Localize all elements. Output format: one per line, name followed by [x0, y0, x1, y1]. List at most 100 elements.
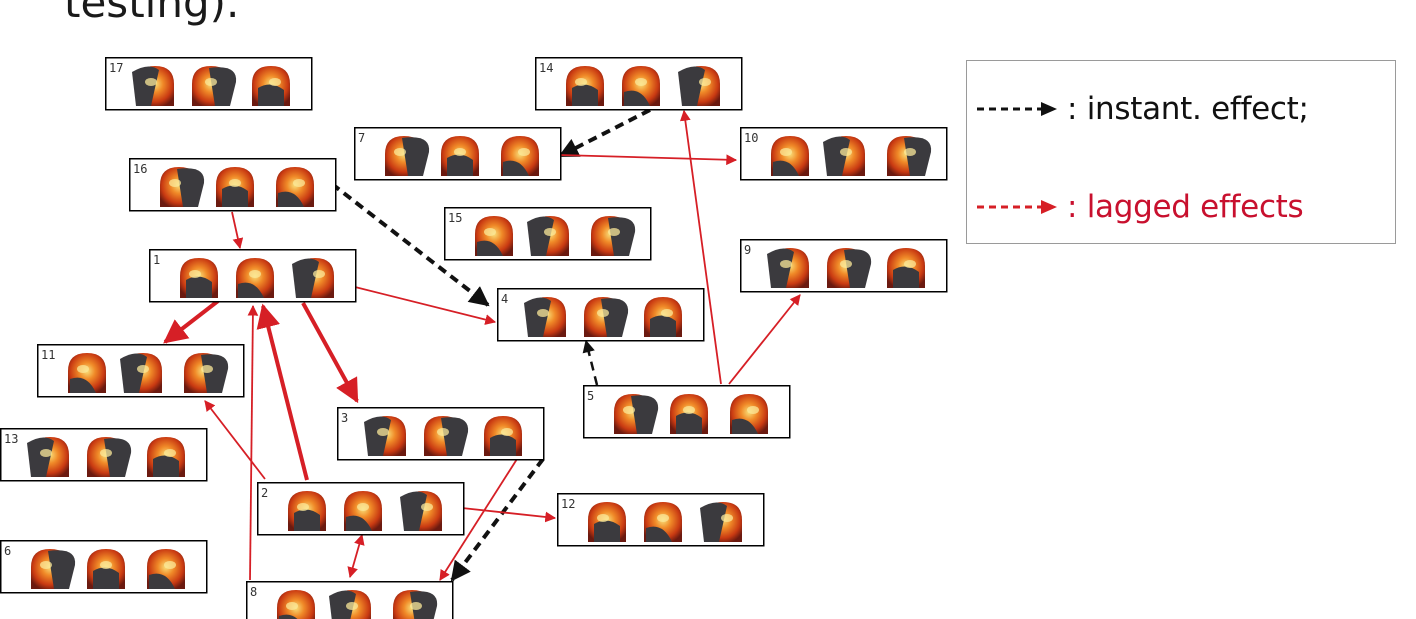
panel-number-label: 3 [341, 411, 348, 425]
head-view [276, 167, 314, 207]
head-view [385, 136, 429, 176]
panel-number-label: 8 [250, 585, 257, 599]
panel-number-label: 14 [539, 61, 553, 75]
legend-lagged-label: : lagged effects [1067, 189, 1303, 225]
head-view [292, 258, 334, 298]
head-view [475, 216, 513, 256]
panel-number-label: 4 [501, 292, 508, 306]
edge-2-to-1 [263, 306, 307, 480]
head-view [730, 394, 768, 434]
head-view [87, 437, 131, 477]
edge-5-to-9 [729, 295, 800, 384]
head-view [364, 416, 406, 456]
panel-number-label: 1 [153, 253, 160, 267]
panel-number-label: 17 [109, 61, 123, 75]
panel-number-label: 16 [133, 162, 147, 176]
head-view [329, 590, 371, 619]
brain-map-panel-3: 3 [338, 408, 544, 460]
edge-1-to-11 [165, 301, 218, 342]
head-view [147, 549, 185, 589]
brain-map-panel-7: 7 [355, 128, 561, 180]
head-view [344, 491, 382, 531]
brain-map-panel-17: 17 [106, 58, 312, 110]
head-view [132, 66, 174, 106]
brain-map-panel-13: 13 [1, 429, 207, 481]
head-view [501, 136, 539, 176]
brain-map-panel-2: 2 [258, 483, 464, 535]
head-view [823, 136, 865, 176]
brain-map-panel-10: 10 [741, 128, 947, 180]
panel-number-label: 11 [41, 348, 55, 362]
head-view [277, 590, 315, 619]
panel-number-label: 7 [358, 131, 365, 145]
head-view [31, 549, 75, 589]
panel-number-label: 10 [744, 131, 758, 145]
edge-2-to-12 [462, 508, 555, 518]
head-view [644, 297, 682, 337]
brain-map-panel-8: 8 [247, 582, 453, 619]
panel-number-label: 13 [4, 432, 18, 446]
head-view [670, 394, 708, 434]
head-view [591, 216, 635, 256]
edge-5-to-14 [684, 111, 721, 384]
legend-lagged-row: : lagged effects [975, 187, 1303, 227]
head-view [424, 416, 468, 456]
head-view [160, 167, 204, 207]
panel-number-label: 15 [448, 211, 462, 225]
brain-map-panel-6: 6 [1, 541, 207, 593]
head-view [771, 136, 809, 176]
head-view [678, 66, 720, 106]
head-view [484, 416, 522, 456]
brain-map-panel-9: 9 [741, 240, 947, 292]
head-view [566, 66, 604, 106]
panel-number-label: 9 [744, 243, 751, 257]
legend-instant-arrow-icon [975, 99, 1059, 119]
brain-map-panel-16: 16 [130, 159, 336, 211]
head-view [441, 136, 479, 176]
brain-map-panel-11: 11 [38, 345, 244, 397]
edge-16-to-1 [232, 212, 240, 248]
head-view [524, 297, 566, 337]
head-view [887, 248, 925, 288]
legend-box: : instant. effect; : lagged effects [966, 60, 1396, 244]
panel-number-label: 5 [587, 389, 594, 403]
edge-8-to-1 [250, 306, 253, 580]
head-view [527, 216, 569, 256]
brain-map-panel-15: 15 [445, 208, 651, 260]
head-view [393, 590, 437, 619]
legend-instant-label: : instant. effect; [1067, 91, 1309, 127]
edge-2-to-8 [350, 535, 362, 577]
brain-map-panel-4: 4 [498, 289, 704, 341]
panel-number-label: 12 [561, 497, 575, 511]
head-view [216, 167, 254, 207]
head-view [236, 258, 274, 298]
head-view [120, 353, 162, 393]
brain-map-panel-12: 12 [558, 494, 764, 546]
head-view [288, 491, 326, 531]
edge-7-to-10 [560, 155, 736, 160]
head-view [68, 353, 106, 393]
edge-1-to-4 [355, 287, 495, 322]
head-view [184, 353, 228, 393]
head-view [27, 437, 69, 477]
head-view [614, 394, 658, 434]
head-view [827, 248, 871, 288]
head-view [147, 437, 185, 477]
head-view [192, 66, 236, 106]
head-view [767, 248, 809, 288]
legend-lagged-arrow-icon [975, 197, 1059, 217]
brain-map-panel-14: 14 [536, 58, 742, 110]
edge-5-to-4 [586, 341, 597, 385]
head-view [588, 502, 626, 542]
edge-3-to-8 [452, 459, 543, 580]
panel-number-label: 6 [4, 544, 11, 558]
head-view [584, 297, 628, 337]
head-view [252, 66, 290, 106]
head-view [180, 258, 218, 298]
head-view [700, 502, 742, 542]
panel-number-label: 2 [261, 486, 268, 500]
head-view [887, 136, 931, 176]
edge-2-to-11 [205, 401, 265, 479]
head-view [644, 502, 682, 542]
